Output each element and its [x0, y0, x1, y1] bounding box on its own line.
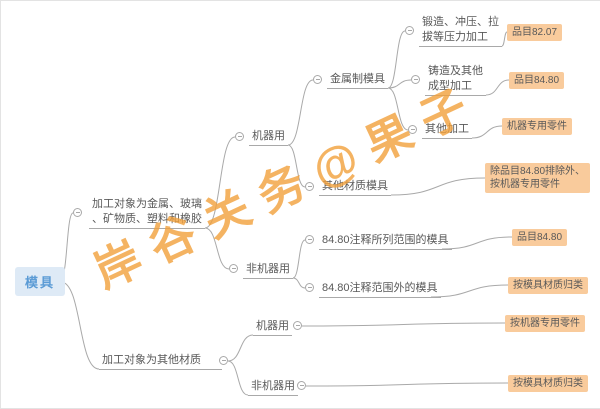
leaf-heading-8480-2[interactable]: 品目84.80: [512, 229, 568, 246]
collapse-icon[interactable]: [408, 125, 417, 134]
leaf-except-8480-machine-parts[interactable]: 除品目84.80排除外、 按机器专用零件: [485, 163, 591, 193]
node-machine-top[interactable]: 机器用: [249, 129, 288, 146]
leaf-heading-8480[interactable]: 品目84.80: [509, 72, 565, 89]
collapse-icon[interactable]: [405, 26, 414, 35]
node-casting-forming[interactable]: 铸造及其他 成型加工: [425, 64, 486, 96]
collapse-icon[interactable]: [305, 182, 314, 191]
collapse-icon[interactable]: [305, 235, 314, 244]
node-non-machine-top[interactable]: 非机器用: [243, 262, 293, 279]
collapse-icon[interactable]: [411, 75, 420, 84]
node-8480-in-scope[interactable]: 84.80注释所列范围的模具: [319, 233, 452, 250]
leaf-machine-parts-2[interactable]: 按机器专用零件: [505, 315, 585, 332]
leaf-classify-by-mold-material[interactable]: 按模具材质归类: [508, 277, 588, 294]
node-8480-out-scope[interactable]: 84.80注释范围外的模具: [319, 281, 441, 298]
leaf-classify-by-mold-material-2[interactable]: 按模具材质归类: [508, 375, 588, 392]
collapse-icon[interactable]: [235, 132, 244, 141]
collapse-icon[interactable]: [73, 208, 82, 217]
node-branch-metal-glass[interactable]: 加工对象为金属、玻璃 、矿物质、塑料和橡胶: [89, 197, 205, 229]
collapse-icon[interactable]: [293, 321, 302, 330]
node-machine-bottom[interactable]: 机器用: [253, 319, 292, 336]
node-other-material-mold[interactable]: 其他材质模具: [319, 179, 391, 196]
node-other-processing[interactable]: 其他加工: [422, 122, 472, 139]
node-forging-stamping[interactable]: 锻造、冲压、拉 拔等压力加工: [419, 15, 502, 47]
collapse-icon[interactable]: [219, 356, 228, 365]
node-non-machine-bottom[interactable]: 非机器用: [248, 379, 298, 396]
collapse-icon[interactable]: [229, 264, 238, 273]
root-node-mold[interactable]: 模具: [15, 267, 66, 296]
collapse-icon[interactable]: [305, 283, 314, 292]
node-metal-mold[interactable]: 金属制模具: [327, 72, 388, 89]
collapse-icon[interactable]: [297, 381, 306, 390]
leaf-heading-8207[interactable]: 品目82.07: [507, 24, 563, 41]
leaf-machine-parts[interactable]: 机器专用零件: [502, 118, 572, 135]
collapse-icon[interactable]: [313, 75, 322, 84]
node-branch-other-material[interactable]: 加工对象为其他材质: [99, 353, 222, 370]
